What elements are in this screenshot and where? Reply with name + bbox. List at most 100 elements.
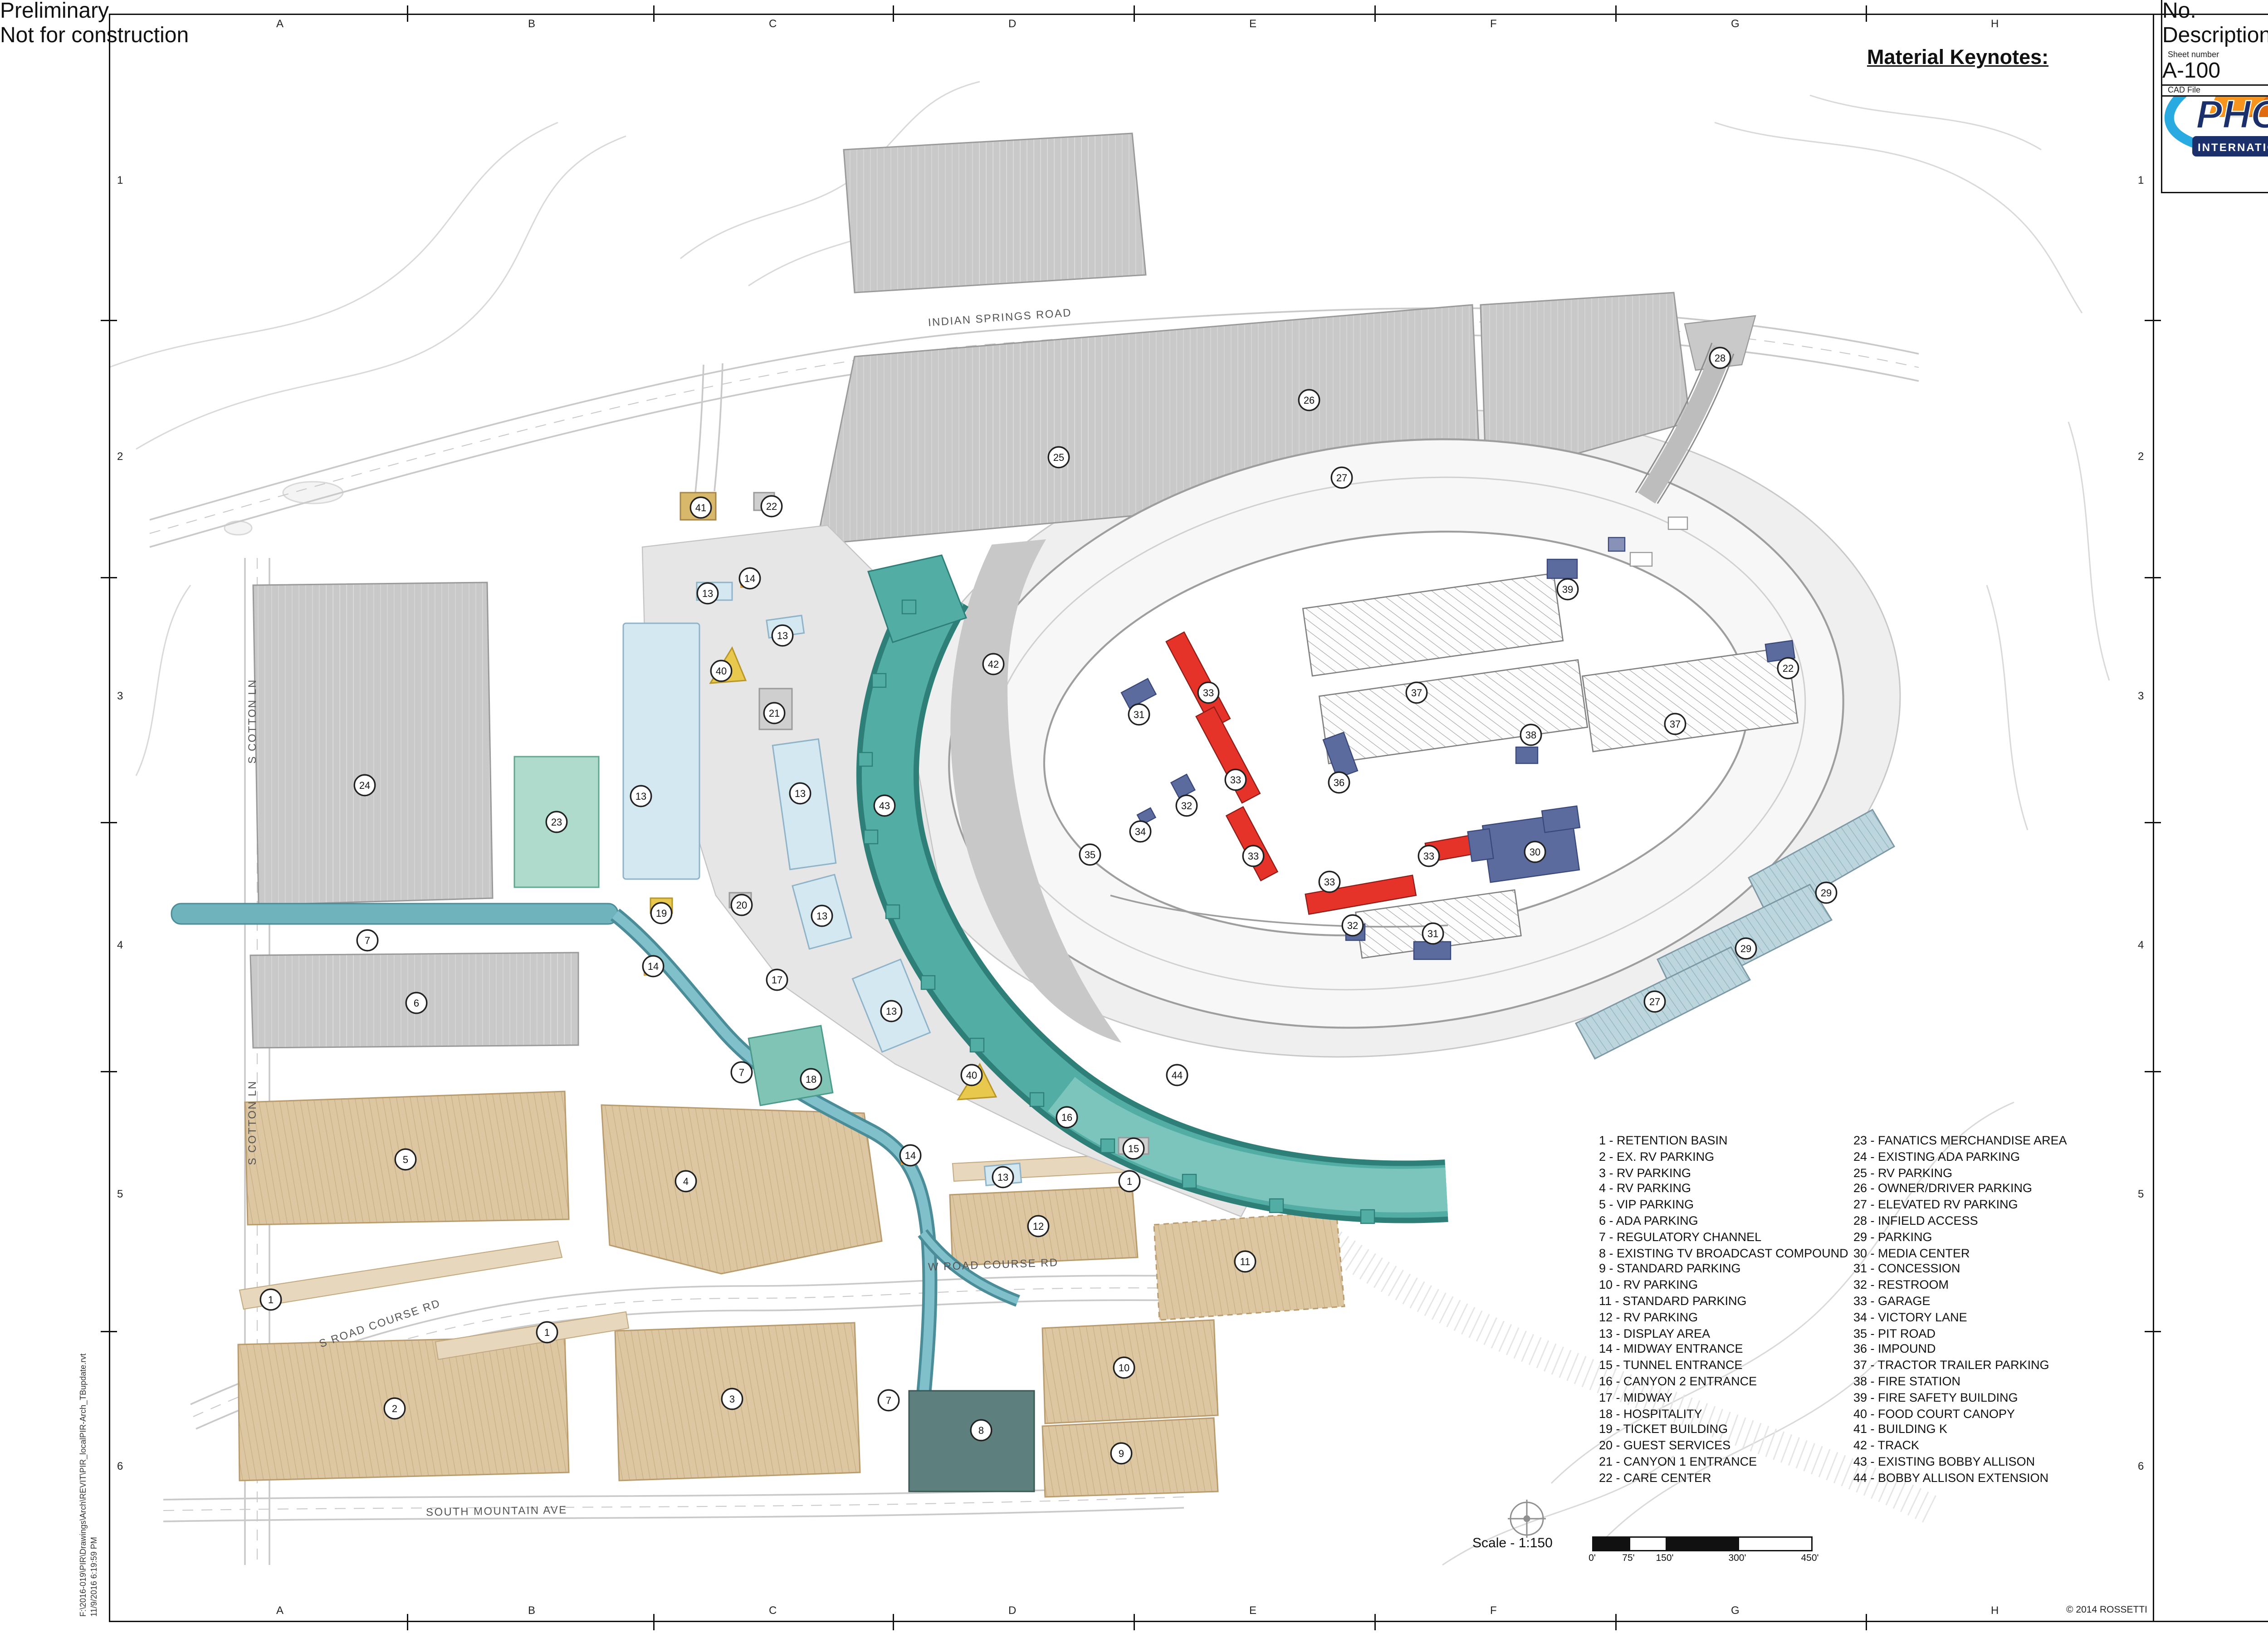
pit-road [1110, 895, 1448, 928]
keynote-callout-number: 27 [1336, 472, 1347, 484]
ruler-tick [1614, 1614, 1616, 1630]
ruler-tick [2145, 319, 2161, 321]
watermark-line2: Not for construction [0, 24, 189, 48]
keynote-callout-number: 33 [1203, 687, 1214, 699]
keynote-item: 24 - EXISTING ADA PARKING [1853, 1149, 2020, 1164]
keynote-callout [721, 1388, 743, 1410]
keynote-callout-number: 3 [729, 1393, 735, 1405]
grid-label: C [769, 1604, 777, 1617]
keynote-callout [394, 1148, 417, 1171]
cad-file-label: CAD File [2168, 87, 2201, 95]
stair-tower [901, 599, 917, 615]
keynote-callout-number: 13 [795, 788, 806, 799]
file-path: F:\2016-019\PIR\Drawings\Arch\REVIT\PIR_… [80, 1353, 88, 1617]
grid-label: D [1008, 1604, 1017, 1617]
keynote-callout-number: 44 [1172, 1070, 1183, 1081]
retention-basins [239, 1153, 1134, 1360]
keynote-callout-number: 13 [702, 588, 713, 599]
revision-description-header: Description [2162, 24, 2268, 48]
keynote-callout-number: 14 [744, 573, 755, 584]
keynote-callout [356, 929, 379, 952]
keynote-item: 44 - BOBBY ALLISON EXTENSION [1853, 1471, 2049, 1485]
keynote-callout [1735, 937, 1757, 960]
fire-safety-building [1546, 558, 1578, 579]
keynote-callout [763, 702, 786, 724]
keynote-callout [1520, 724, 1542, 746]
keynote-item: 31 - CONCESSION [1853, 1262, 1960, 1276]
keynote-callout-number: 7 [739, 1067, 744, 1078]
road-label: S COTTON LN [246, 679, 259, 763]
grid-label: E [1249, 18, 1257, 30]
keynote-callout-number: 18 [806, 1074, 816, 1085]
bobby-allison-extension [1048, 1077, 1448, 1213]
grid-label: B [528, 18, 536, 30]
ruler-tick [2145, 821, 2161, 823]
keynote-item: 5 - VIP PARKING [1599, 1198, 1694, 1212]
ruler-tick [2145, 1331, 2161, 1332]
keynote-callout-number: 27 [1649, 996, 1660, 1007]
keynote-callout [689, 496, 712, 519]
print-date: 11/9/2016 6:19:59 PM [91, 1537, 99, 1617]
keynote-callout-number: 31 [1427, 928, 1438, 939]
keynote-callout [1328, 771, 1350, 794]
north-arrow [1508, 1500, 1546, 1538]
infield-buildings [1120, 537, 1795, 960]
scale-label: Scale - 1:150 [1472, 1536, 1553, 1551]
keynote-item: 28 - INFIELD ACCESS [1853, 1213, 1978, 1227]
keynote-callout [353, 774, 376, 797]
keynote-item: 36 - IMPOUND [1853, 1342, 1936, 1356]
keynote-item: 40 - FOOD COURT CANOPY [1853, 1406, 2015, 1420]
keynote-callout [696, 582, 719, 605]
keynote-item: 16 - CANYON 2 ENTRANCE [1599, 1374, 1757, 1388]
stair-tower [1029, 1092, 1045, 1107]
ruler-tick [893, 5, 894, 22]
tv-broadcast-compound [908, 1390, 1035, 1492]
keynote-item: 26 - OWNER/DRIVER PARKING [1853, 1182, 2033, 1196]
ruler-tick [1133, 5, 1134, 22]
keynote-callout [383, 1397, 406, 1420]
revision-no-header: No. [2162, 0, 2196, 23]
ruler-tick [652, 1614, 654, 1630]
keynote-callout [982, 653, 1005, 675]
scalebar-tick-label: 300' [1728, 1554, 1746, 1564]
keynote-callout [730, 894, 753, 916]
stair-tower [1269, 1198, 1284, 1213]
ruler-tick [406, 1614, 408, 1630]
keynote-item: 8 - EXISTING TV BROADCAST COMPOUND [1599, 1246, 1848, 1260]
keynote-callout [877, 1389, 900, 1412]
ruler-tick [893, 1614, 894, 1630]
grid-label: 4 [2138, 939, 2144, 951]
keynote-callout [1709, 347, 1731, 369]
scalebar-bar [1592, 1536, 1813, 1551]
keynote-callout [899, 1144, 922, 1167]
hospitality-building [748, 1025, 834, 1106]
grid-label: 5 [2138, 1188, 2144, 1200]
keynote-callout [1815, 881, 1838, 904]
keynote-callout-number: 43 [879, 800, 890, 812]
keynote-callout-number: 11 [1240, 1256, 1251, 1267]
keynote-callout-number: 25 [1053, 452, 1064, 463]
keynote-callout [1047, 446, 1070, 469]
keynote-callout [1234, 1250, 1256, 1273]
ruler-tick [1374, 5, 1375, 22]
keynote-callout-number: 33 [1423, 851, 1434, 862]
keynote-callout [1341, 914, 1364, 937]
keynote-item: 21 - CANYON 1 ENTRANCE [1599, 1454, 1757, 1468]
scalebar-segment [1738, 1538, 1811, 1550]
ruler-tick [1865, 5, 1867, 22]
keynote-callout-number: 38 [1525, 729, 1536, 741]
keynote-callout [730, 1061, 753, 1084]
keynote-item: 34 - VICTORY LANE [1853, 1310, 1967, 1324]
keynote-item: 39 - FIRE SAFETY BUILDING [1853, 1390, 2018, 1404]
scalebar-tick-label: 0' [1589, 1554, 1596, 1564]
keynote-callout [1405, 681, 1428, 704]
keynote-callout-number: 13 [816, 910, 827, 922]
keynote-item: 1 - RETENTION BASIN [1599, 1134, 1728, 1147]
keynote-callout [1242, 845, 1265, 867]
scalebar-tick-label: 450' [1801, 1554, 1819, 1564]
keynote-callout [1330, 466, 1353, 489]
keynote-callout [1664, 713, 1686, 735]
ruler-tick [1133, 1614, 1134, 1630]
keynote-callout [873, 794, 896, 817]
